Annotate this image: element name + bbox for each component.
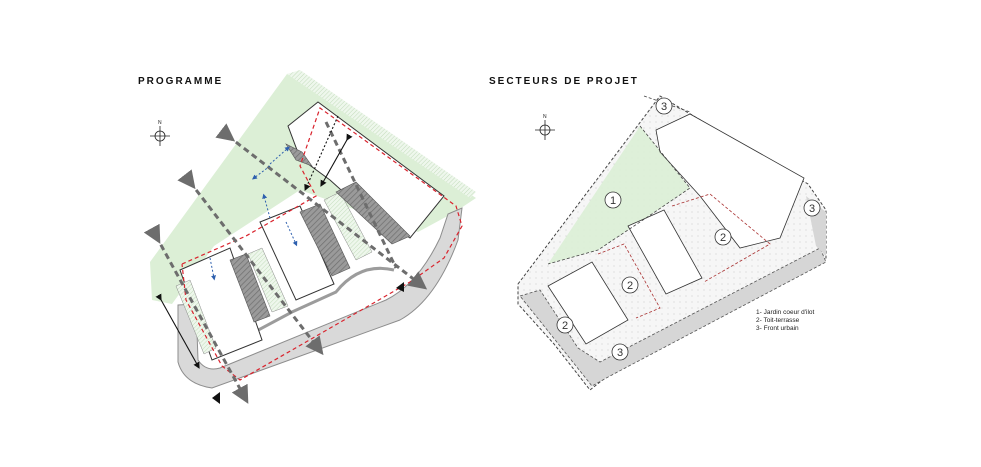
north-label-right: N xyxy=(543,114,547,120)
black-arrow-3 xyxy=(304,115,339,192)
blue-arrow-5 xyxy=(209,257,216,281)
flow-arrow-4 xyxy=(324,121,398,269)
north-label-left: N xyxy=(158,120,162,126)
svg-text:2: 2 xyxy=(627,280,633,292)
black-arrow-2 xyxy=(320,133,353,187)
flow-arrow-2 xyxy=(177,169,324,356)
black-arrow-1 xyxy=(155,293,200,369)
secteurs-title: SECTEURS DE PROJET xyxy=(489,76,639,87)
programme-diagram: N xyxy=(143,70,476,404)
blue-arrow-2 xyxy=(252,165,271,180)
svg-text:3: 3 xyxy=(661,101,667,113)
flow-arrow-3 xyxy=(143,223,249,404)
blue-arrow-4 xyxy=(285,221,298,247)
svg-text:3: 3 xyxy=(809,203,815,215)
north-symbol-right: N xyxy=(535,114,555,140)
svg-text:1: 1 xyxy=(610,195,616,207)
badge-3b: 3 xyxy=(803,199,821,217)
legend: 1- Jardin coeur d'ilot 2- Toit-terrasse … xyxy=(756,309,814,333)
sector-border-2 xyxy=(671,193,771,283)
svg-text:2: 2 xyxy=(720,232,726,244)
blue-arrow-1 xyxy=(269,146,290,165)
badge-3a: 3 xyxy=(655,97,673,115)
legend-item-2: 2- Toit-terrasse xyxy=(756,317,800,324)
badge-2a: 2 xyxy=(714,228,732,246)
north-symbol-left: N xyxy=(150,120,170,146)
street-band xyxy=(519,247,827,387)
legend-item-1: 1- Jardin coeur d'ilot xyxy=(756,309,815,316)
secteurs-diagram: 1 2 2 2 3 3 3 N xyxy=(517,95,827,391)
flow-arrow-1 xyxy=(215,123,428,290)
programme-title: PROGRAMME xyxy=(138,76,224,87)
entry-marker-1 xyxy=(396,282,404,292)
building-e xyxy=(627,209,703,295)
sector-border-4 xyxy=(643,95,691,113)
sector-border-1 xyxy=(547,125,691,265)
badge-1: 1 xyxy=(604,191,622,209)
svg-text:2: 2 xyxy=(562,320,568,332)
badge-2c: 2 xyxy=(556,316,574,334)
svg-text:3: 3 xyxy=(617,347,623,359)
entry-marker-2 xyxy=(212,392,220,404)
badge-2b: 2 xyxy=(621,276,639,294)
legend-item-3: 3- Front urbain xyxy=(756,325,799,332)
badge-3c: 3 xyxy=(611,343,629,361)
